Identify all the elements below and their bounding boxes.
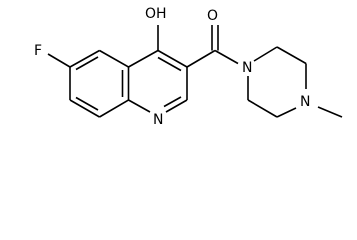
pyridine-ring [128, 49, 188, 113]
atom-label-carbonyl-oxygen: O [207, 8, 218, 24]
bond-c8-c8a [99, 99, 129, 118]
atom-label-hydroxyl: OH [145, 6, 167, 22]
molecule-structure: F OH O N N N [34, 6, 343, 128]
double-bond-c5-c6 [75, 56, 99, 71]
benzo-ring [69, 49, 130, 118]
piperazine-ring [247, 46, 307, 118]
bond-c6-f [47, 53, 71, 68]
double-bond-c7-c8 [75, 96, 99, 111]
bond-c4-c3 [157, 49, 188, 68]
bond-c2-n1 [165, 99, 188, 113]
carbonyl-group [186, 25, 239, 68]
bond-n1-c8a [128, 99, 151, 113]
atom-label-fluorine: F [34, 43, 42, 59]
bond-n1p-c2p [253, 46, 278, 62]
bond-c2p-c3p [276, 46, 307, 65]
double-bond-c4-c3 [157, 56, 182, 72]
bond-carbonyl-n [214, 49, 239, 65]
bond-c7-c8 [69, 99, 100, 118]
bond-n4p-c5p [276, 107, 297, 118]
bond-c3-carbonyl [186, 49, 216, 68]
atom-label-piperazine-nitrogen-amide: N [242, 60, 252, 76]
bond-c4a-c5 [99, 49, 129, 68]
double-bond-c2-n1 [163, 96, 182, 108]
bond-n4p-methyl [317, 106, 343, 118]
bond-c5-c6 [69, 49, 100, 68]
bond-c5p-c6p [247, 99, 278, 118]
bond-c4a-c4 [128, 49, 159, 68]
atom-label-piperazine-nitrogen-methyl: N [300, 94, 310, 110]
atom-label-quinoline-nitrogen: N [153, 112, 163, 128]
